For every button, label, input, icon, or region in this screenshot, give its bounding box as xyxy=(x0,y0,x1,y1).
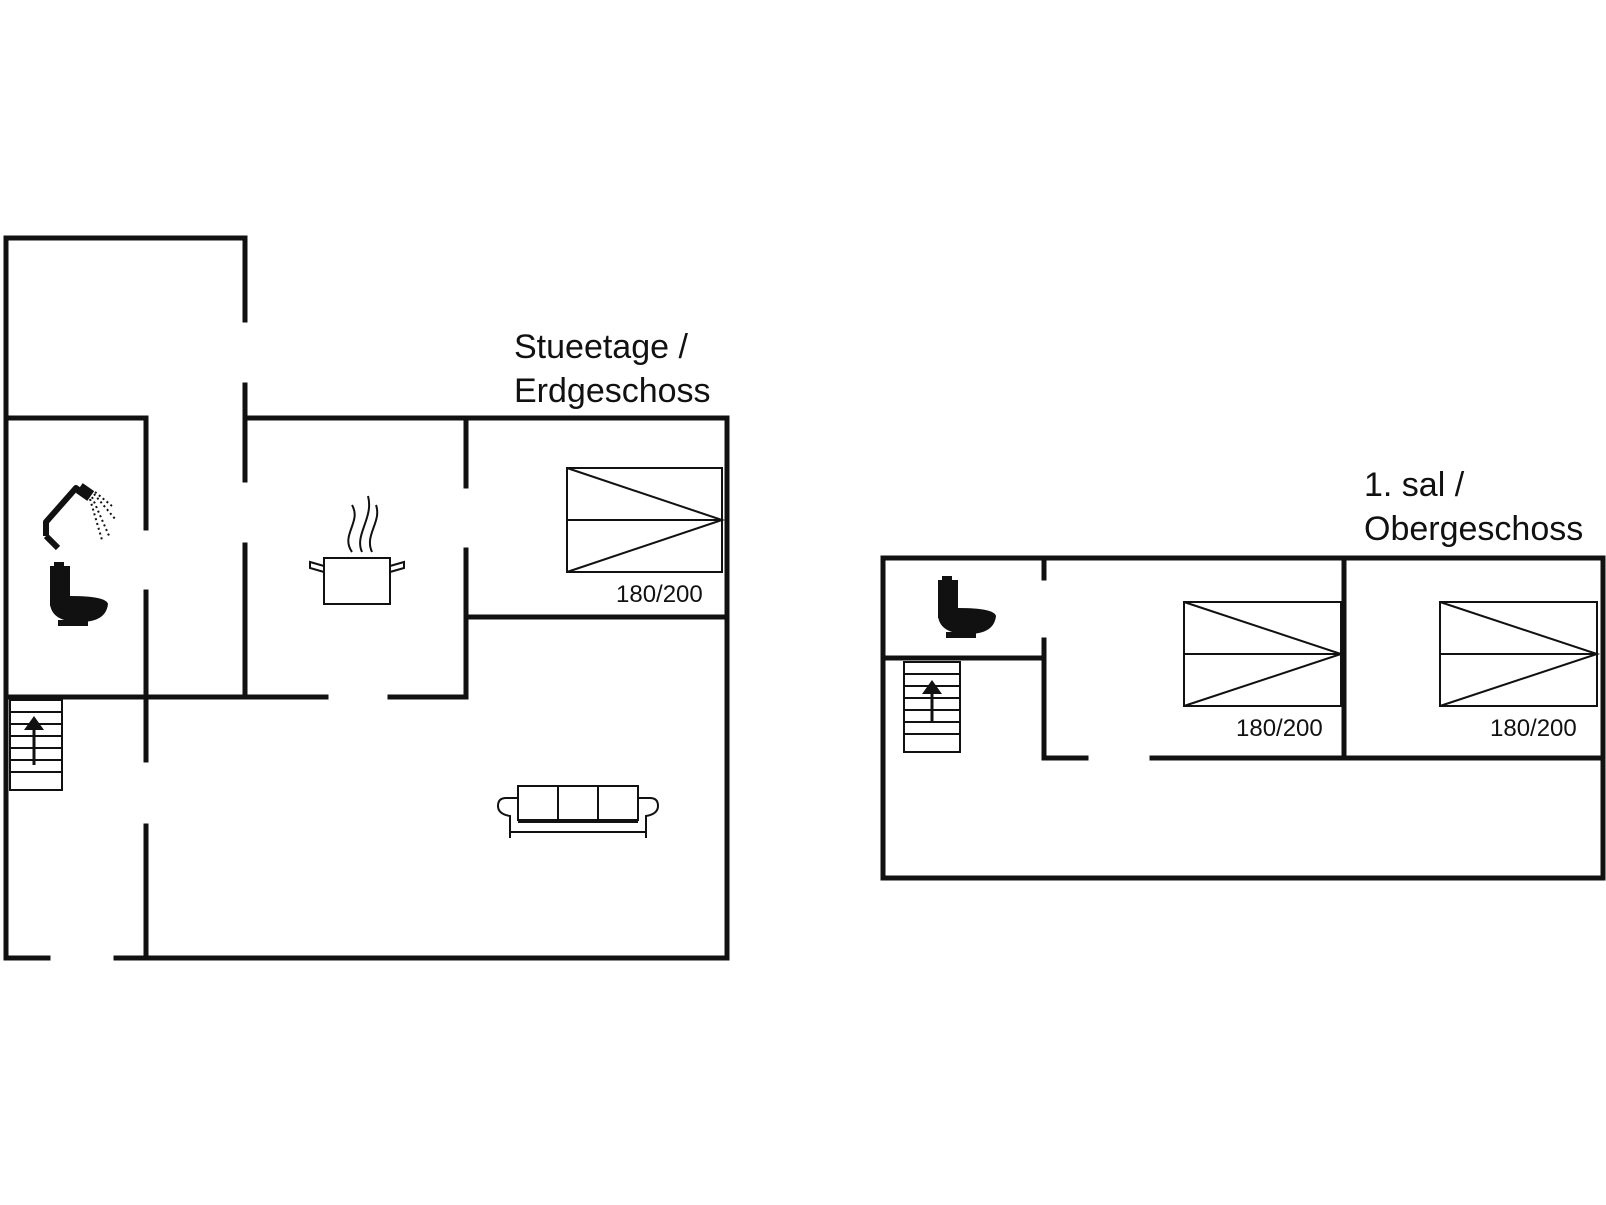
ground-floor-walls xyxy=(3,235,730,961)
toilet-icon xyxy=(938,576,996,638)
floor-label-line2: Obergeschoss xyxy=(1364,510,1583,548)
sofa-icon xyxy=(496,785,660,838)
shower-icon xyxy=(43,483,117,551)
bed-size-label: 180/200 xyxy=(1236,715,1323,742)
upper-floor-plan: 180/200 180/200 1. sal / Obergeschoss xyxy=(880,466,1606,881)
bed-icon xyxy=(566,467,726,573)
bed-size-label: 180/200 xyxy=(1490,715,1577,742)
floor-label-line2: Erdgeschoss xyxy=(514,372,711,410)
kitchen-pot-icon xyxy=(309,495,405,605)
floor-label-line1: Stueetage / xyxy=(514,328,688,366)
ground-floor-plan: 180/200 Stueetage / Erdgeschoss xyxy=(3,235,730,961)
toilet-icon xyxy=(50,562,108,626)
bed-size-label: 180/200 xyxy=(616,581,703,608)
bed-icon xyxy=(1183,601,1345,707)
bed-icon xyxy=(1439,601,1601,707)
stairs-icon xyxy=(9,699,63,791)
upper-floor-walls xyxy=(880,555,1606,881)
floor-label-line1: 1. sal / xyxy=(1364,466,1465,504)
stairs-icon xyxy=(903,661,961,753)
